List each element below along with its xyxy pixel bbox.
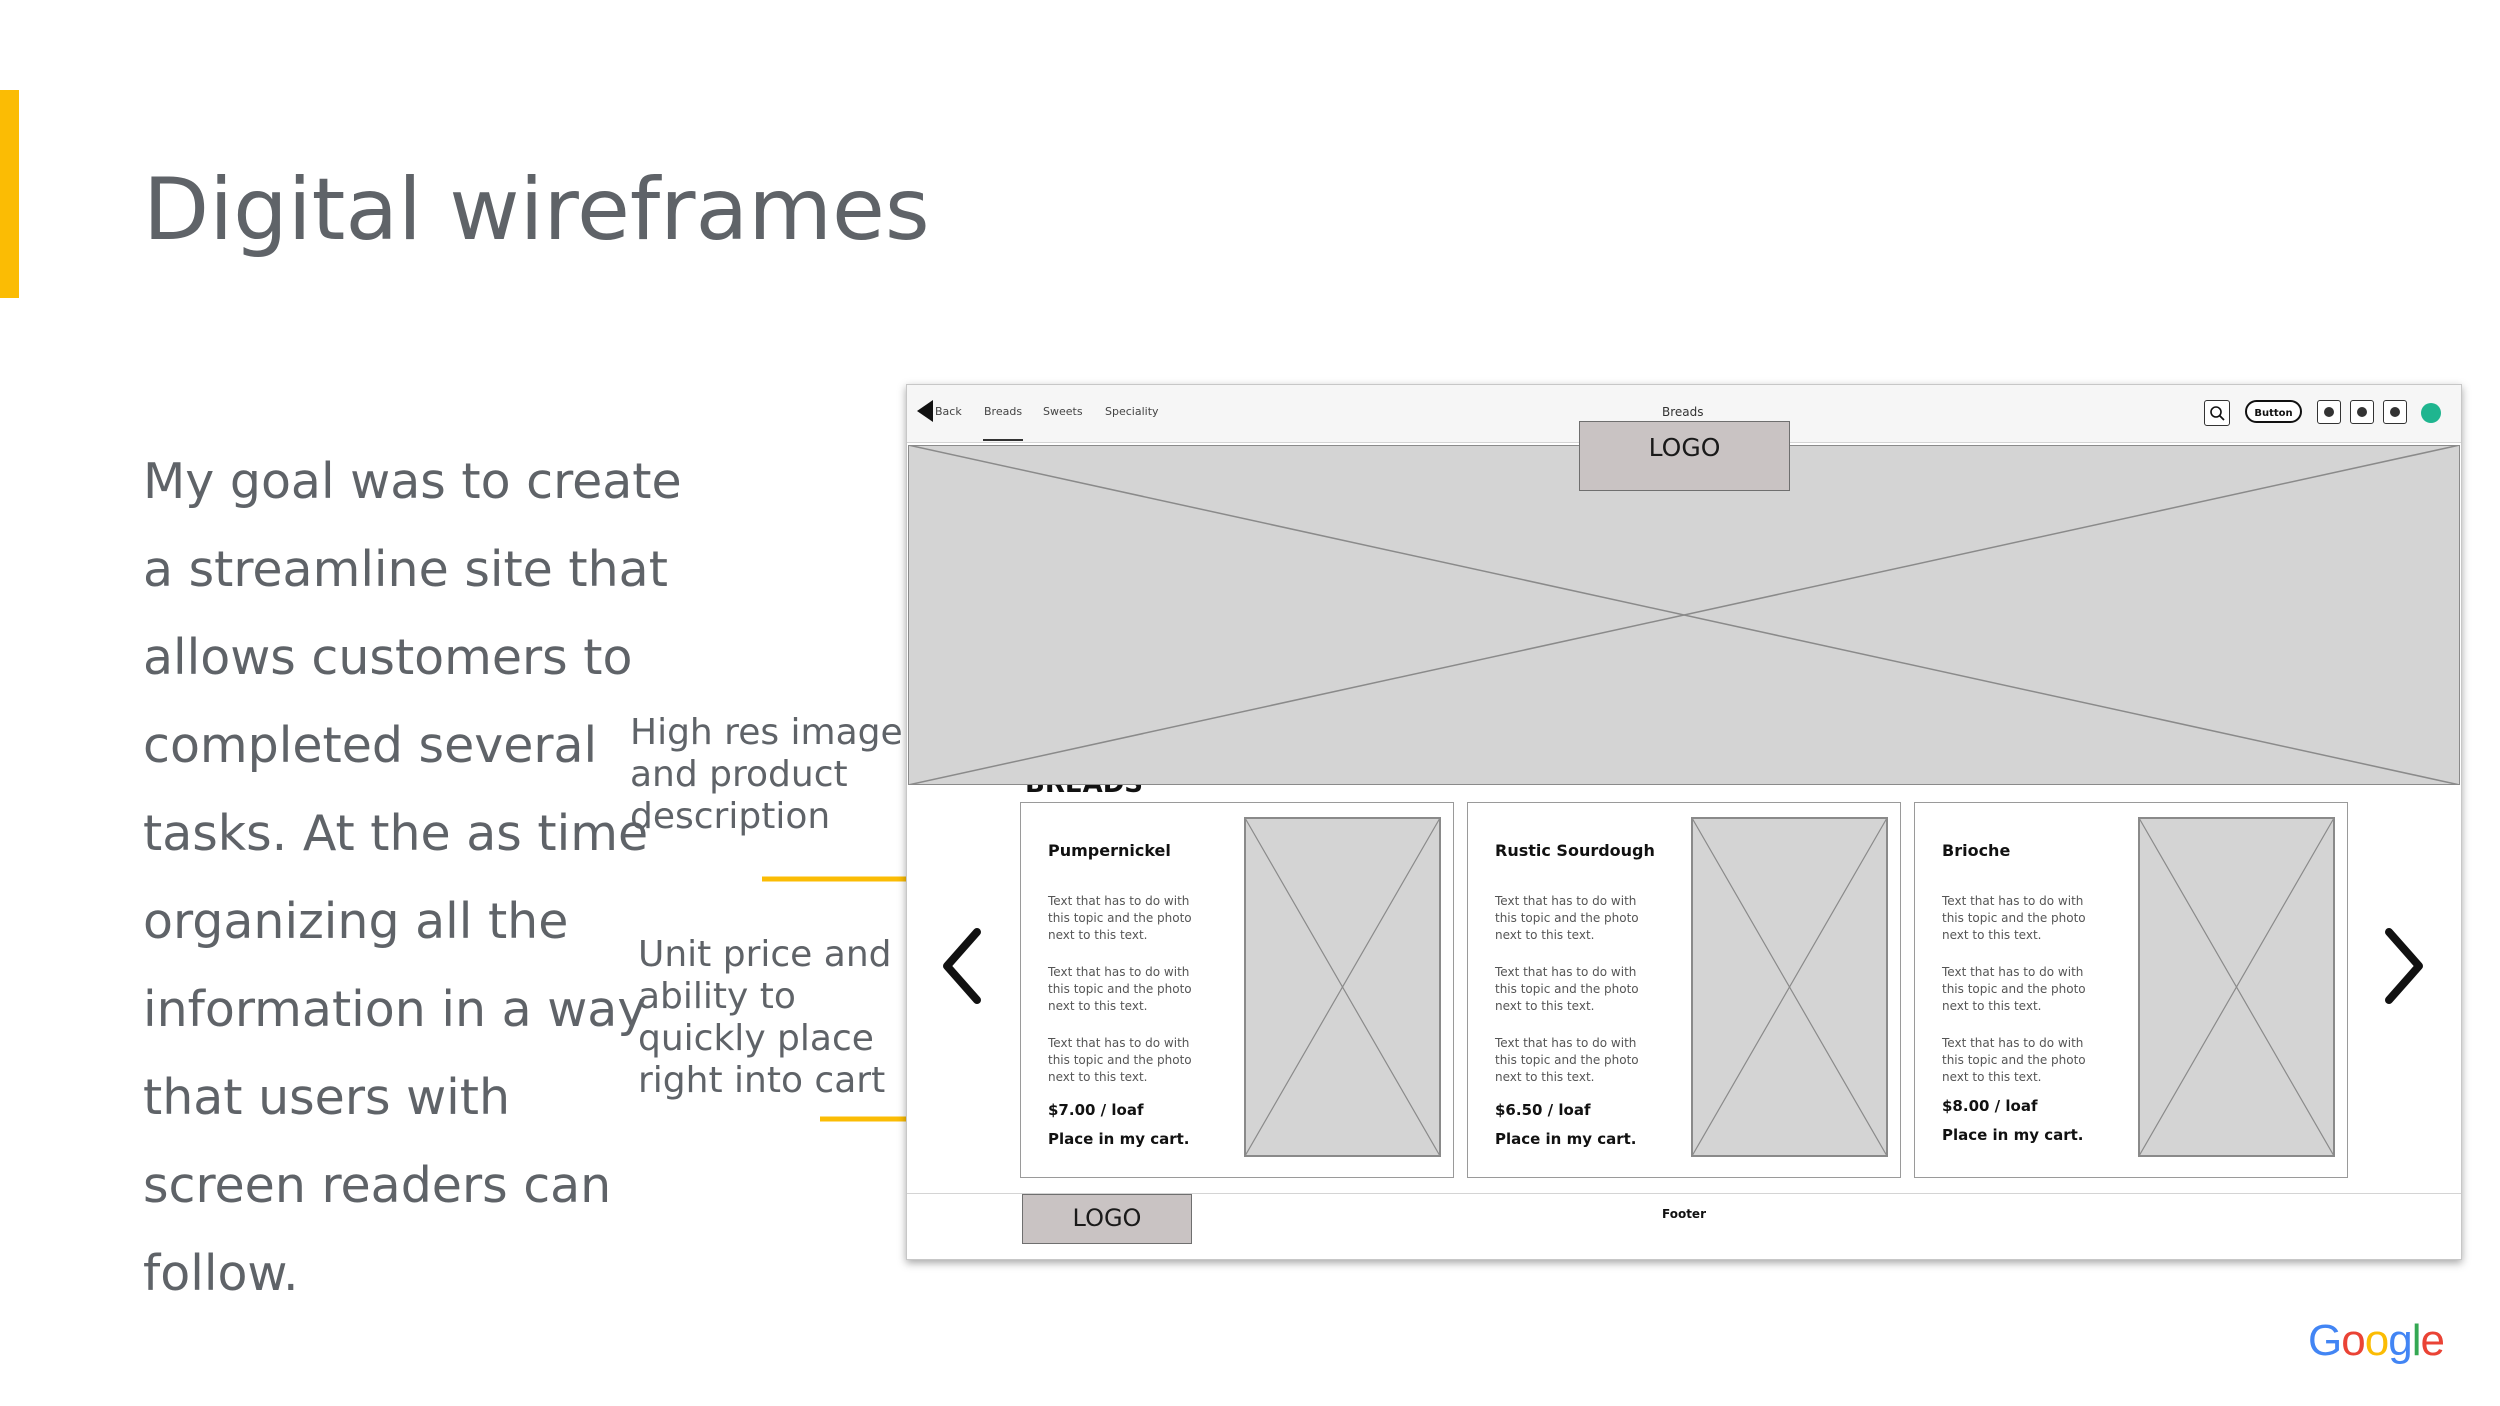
product-image-placeholder <box>2138 817 2335 1157</box>
icon-button-1[interactable] <box>2317 400 2341 424</box>
add-to-cart-link[interactable]: Place in my cart. <box>1942 1126 2084 1144</box>
add-to-cart-link[interactable]: Place in my cart. <box>1495 1130 1637 1148</box>
active-tab-indicator <box>983 439 1023 441</box>
add-to-cart-link[interactable]: Place in my cart. <box>1048 1130 1190 1148</box>
product-card[interactable]: Brioche Text that has to do with this to… <box>1914 802 2348 1178</box>
annotation-line: and product <box>630 754 848 795</box>
body-line: screen readers can <box>143 1157 612 1214</box>
nav-button[interactable]: Button <box>2245 400 2302 423</box>
product-description: Text that has to do with this topic and … <box>1048 1036 1192 1084</box>
google-logo-letter: e <box>2420 1316 2445 1365</box>
product-image-placeholder <box>1244 817 1441 1157</box>
google-logo-letter: l <box>2411 1316 2422 1365</box>
back-arrow-icon[interactable] <box>917 400 933 422</box>
tab-breads[interactable]: Breads <box>984 405 1023 418</box>
body-line: tasks. At the as time <box>143 805 649 862</box>
body-line: a streamline site that <box>143 541 668 598</box>
body-line: allows customers to <box>143 629 633 686</box>
product-card[interactable]: Pumpernickel Text that has to do with th… <box>1020 802 1454 1178</box>
header-logo[interactable]: LOGO <box>1579 421 1790 491</box>
section-heading: BREADS <box>1025 785 1143 799</box>
product-description: Text that has to do with this topic and … <box>1942 894 2086 942</box>
google-logo: Google <box>2308 1316 2445 1366</box>
body-line: that users with <box>143 1069 511 1126</box>
search-icon <box>2210 406 2225 421</box>
footer-label: Footer <box>1662 1207 1706 1221</box>
wireframe-mockup: Back Breads Sweets Speciality Breads But… <box>906 384 2462 1260</box>
body-line: organizing all the <box>143 893 569 950</box>
annotation-line: quickly place <box>638 1018 874 1059</box>
google-logo-letter: o <box>2364 1316 2390 1365</box>
annotation-line: Unit price and <box>638 934 892 975</box>
annotation-line: High res image <box>630 712 903 753</box>
annotation-price-cart: Unit price and ability to quickly place … <box>638 934 892 1102</box>
annotation-line: description <box>630 796 831 837</box>
search-button[interactable] <box>2204 400 2230 426</box>
body-line: completed several <box>143 717 598 774</box>
product-name: Pumpernickel <box>1048 841 1171 860</box>
body-line: My goal was to create <box>143 453 682 510</box>
annotation-line: ability to <box>638 976 796 1017</box>
nav-page-title: Breads <box>1662 405 1704 419</box>
carousel-prev-chevron-icon[interactable] <box>939 928 983 1004</box>
annotation-line: right into cart <box>638 1060 886 1101</box>
body-line: information in a way <box>143 981 647 1038</box>
icon-button-3[interactable] <box>2383 400 2407 424</box>
tab-speciality[interactable]: Speciality <box>1105 405 1159 418</box>
hero-image-placeholder <box>908 445 2460 785</box>
product-description: Text that has to do with this topic and … <box>1048 894 1192 942</box>
slide-title: Digital wireframes <box>143 160 930 260</box>
product-description: Text that has to do with this topic and … <box>1495 965 1639 1013</box>
avatar[interactable] <box>2421 403 2441 423</box>
back-link[interactable]: Back <box>935 405 962 418</box>
footer-logo[interactable]: LOGO <box>1022 1194 1192 1244</box>
product-card[interactable]: Rustic Sourdough Text that has to do wit… <box>1467 802 1901 1178</box>
dot-icon <box>2324 407 2334 417</box>
google-logo-letter: o <box>2341 1316 2366 1365</box>
unit-price: $6.50 / loaf <box>1495 1101 1591 1119</box>
body-line: follow. <box>143 1245 299 1302</box>
product-image-placeholder <box>1691 817 1888 1157</box>
dot-icon <box>2357 407 2367 417</box>
product-description: Text that has to do with this topic and … <box>1942 1036 2086 1084</box>
product-name: Brioche <box>1942 841 2011 860</box>
google-logo-letter: g <box>2388 1316 2413 1365</box>
accent-bar <box>0 90 19 298</box>
dot-icon <box>2390 407 2400 417</box>
footer-divider <box>907 1193 2461 1194</box>
google-logo-letter: G <box>2308 1316 2342 1365</box>
annotation-image-description: High res image and product description <box>630 712 903 838</box>
product-description: Text that has to do with this topic and … <box>1942 965 2086 1013</box>
slide-body-text: My goal was to create a streamline site … <box>143 438 682 1318</box>
unit-price: $7.00 / loaf <box>1048 1101 1144 1119</box>
product-description: Text that has to do with this topic and … <box>1048 965 1192 1013</box>
unit-price: $8.00 / loaf <box>1942 1097 2038 1115</box>
tab-sweets[interactable]: Sweets <box>1043 405 1083 418</box>
product-name: Rustic Sourdough <box>1495 841 1655 860</box>
product-description: Text that has to do with this topic and … <box>1495 1036 1639 1084</box>
icon-button-2[interactable] <box>2350 400 2374 424</box>
carousel-next-chevron-icon[interactable] <box>2383 928 2427 1004</box>
product-description: Text that has to do with this topic and … <box>1495 894 1639 942</box>
